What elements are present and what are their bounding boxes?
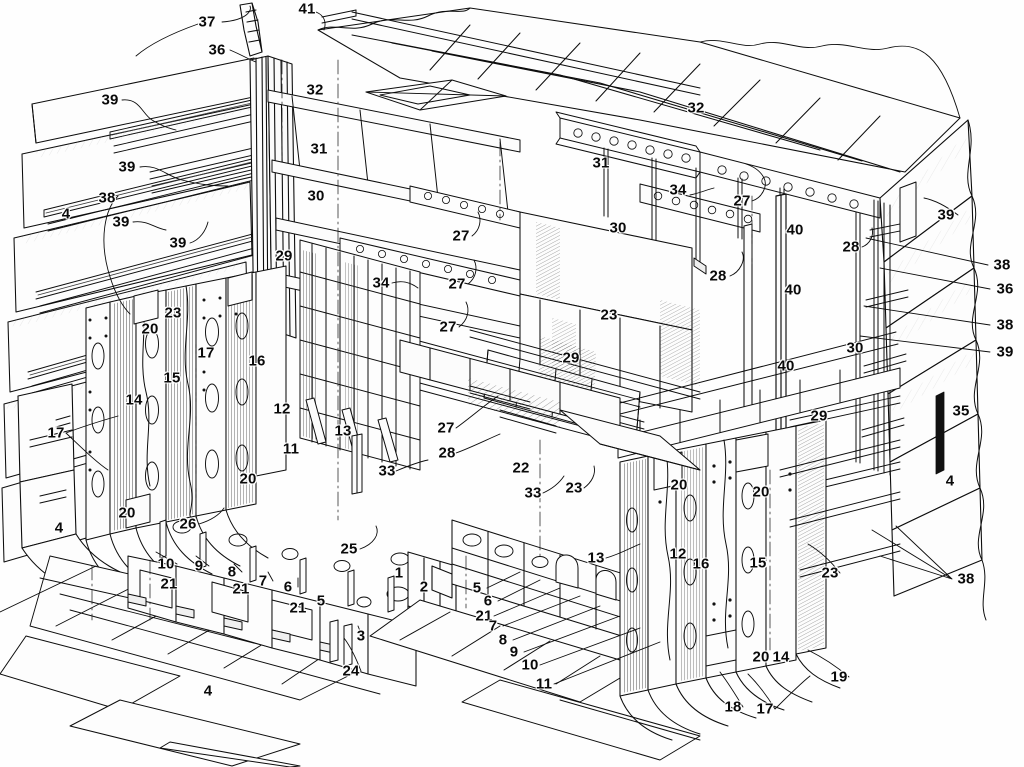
callout-number: 36 — [208, 41, 226, 59]
callout-number: 4 — [61, 205, 71, 223]
callout-number: 5 — [316, 592, 326, 610]
callout-number: 12 — [669, 545, 687, 563]
callout-number: 28 — [842, 238, 860, 256]
callout-number: 32 — [306, 81, 324, 99]
callout-number: 31 — [310, 140, 328, 158]
callout-number: 15 — [163, 369, 181, 387]
callout-number: 23 — [164, 304, 182, 322]
callout-number: 11 — [282, 440, 300, 458]
callout-number: 19 — [830, 668, 848, 686]
callout-number: 40 — [777, 357, 795, 375]
callout-number: 18 — [724, 698, 742, 716]
callout-number: 30 — [307, 187, 325, 205]
callout-number: 23 — [600, 306, 618, 324]
callout-number: 38 — [993, 256, 1011, 274]
callout-number: 25 — [340, 540, 358, 558]
callout-number: 27 — [733, 192, 751, 210]
callout-number: 23 — [565, 479, 583, 497]
callout-number: 40 — [786, 221, 804, 239]
callout-number: 40 — [784, 281, 802, 299]
callout-number: 29 — [810, 407, 828, 425]
callout-number: 10 — [521, 656, 539, 674]
callout-number: 20 — [752, 483, 770, 501]
callout-number: 41 — [298, 0, 316, 18]
callout-number: 39 — [112, 213, 130, 231]
callout-number: 4 — [945, 472, 955, 490]
callout-number: 33 — [524, 484, 542, 502]
callout-number: 29 — [562, 349, 580, 367]
callout-number: 30 — [609, 219, 627, 237]
callout-number: 39 — [169, 234, 187, 252]
callout-number: 28 — [438, 444, 456, 462]
callout-number: 27 — [437, 419, 455, 437]
callout-number: 39 — [101, 91, 119, 109]
callout-number: 6 — [483, 592, 493, 610]
callout-number: 8 — [227, 563, 237, 581]
callout-number: 20 — [670, 476, 688, 494]
callout-number: 4 — [54, 519, 64, 537]
callout-number: 9 — [509, 643, 519, 661]
callout-number: 1 — [394, 564, 404, 582]
callout-number: 13 — [587, 549, 605, 567]
callout-number: 28 — [709, 267, 727, 285]
callout-number: 17 — [756, 700, 774, 718]
callout-number: 5 — [472, 579, 482, 597]
callout-number: 14 — [125, 391, 143, 409]
callout-number: 39 — [996, 343, 1014, 361]
callout-number: 22 — [512, 459, 530, 477]
callout-number: 4 — [203, 682, 213, 700]
callout-number: 38 — [957, 570, 975, 588]
callout-number: 9 — [194, 557, 204, 575]
callout-number: 27 — [452, 227, 470, 245]
callout-number: 3 — [356, 627, 366, 645]
callout-number: 21 — [475, 607, 493, 625]
callout-number: 21 — [232, 580, 250, 598]
callout-number: 38 — [996, 316, 1014, 334]
callout-number: 24 — [342, 662, 360, 680]
callout-number: 2 — [419, 578, 429, 596]
callout-number: 20 — [752, 648, 770, 666]
callout-number: 31 — [592, 154, 610, 172]
callout-number: 12 — [273, 400, 291, 418]
callout-number: 36 — [996, 280, 1014, 298]
callout-number: 39 — [937, 206, 955, 224]
callout-number: 21 — [289, 599, 307, 617]
callout-number: 17 — [197, 344, 215, 362]
callout-number: 23 — [821, 564, 839, 582]
callout-number: 27 — [439, 318, 457, 336]
callout-number: 34 — [372, 274, 390, 292]
callout-number: 6 — [283, 578, 293, 596]
callout-number: 11 — [535, 675, 553, 693]
callout-number: 13 — [334, 422, 352, 440]
callout-number: 17 — [47, 424, 65, 442]
callout-number: 38 — [98, 189, 116, 207]
callout-number: 20 — [141, 320, 159, 338]
callout-number: 39 — [118, 158, 136, 176]
callout-number: 27 — [448, 275, 466, 293]
callout-number: 32 — [687, 99, 705, 117]
callout-number: 33 — [378, 462, 396, 480]
callout-number: 10 — [157, 555, 175, 573]
callout-number: 15 — [749, 554, 767, 572]
callout-number: 16 — [248, 352, 266, 370]
callout-number: 35 — [952, 402, 970, 420]
callout-number: 37 — [198, 13, 216, 31]
callout-number: 26 — [179, 515, 197, 533]
callout-number: 30 — [846, 339, 864, 357]
callout-number: 14 — [772, 648, 790, 666]
callout-number: 20 — [239, 470, 257, 488]
callout-number: 34 — [669, 181, 687, 199]
callout-number: 20 — [118, 504, 136, 522]
callout-number: 16 — [692, 555, 710, 573]
callout-number: 29 — [275, 247, 293, 265]
callout-number: 7 — [488, 617, 498, 635]
callout-number: 8 — [498, 631, 508, 649]
callout-number: 7 — [258, 572, 268, 590]
callout-number: 21 — [160, 575, 178, 593]
